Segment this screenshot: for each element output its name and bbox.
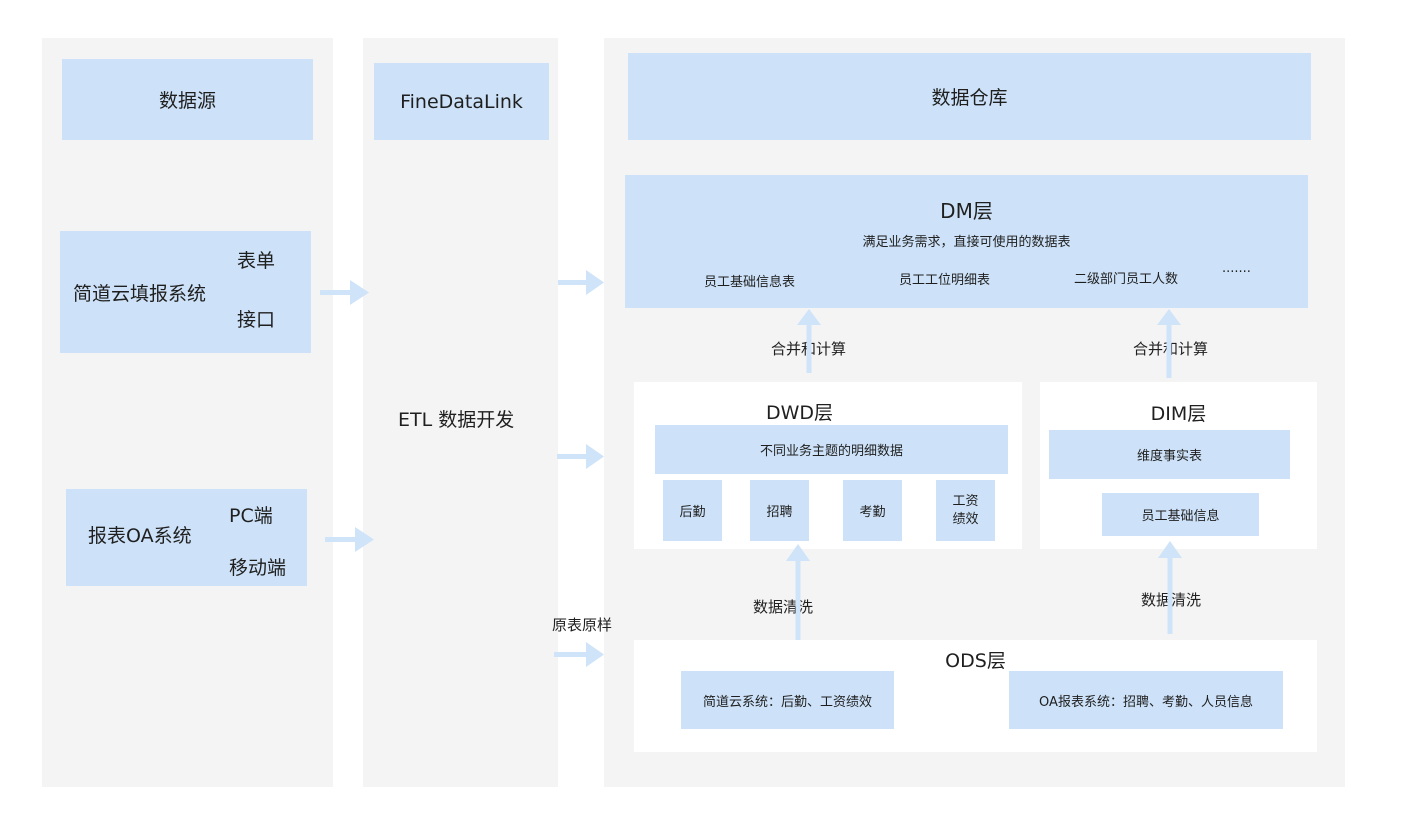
ods-oa-box: OA报表系统：招聘、考勤、人员信息: [1009, 671, 1283, 729]
dwd-layer-title: DWD层: [766, 402, 834, 424]
dwd-detail-bar: 不同业务主题的明细数据: [655, 425, 1008, 474]
dm-table-item: 员工工位明细表: [899, 273, 991, 288]
clean-label-right: 数据清洗: [1141, 591, 1202, 609]
etl-column-panel: [363, 38, 558, 787]
dwd-layer-box: DWD层 不同业务主题的明细数据 后勤 招聘 考勤 工资 绩效: [634, 382, 1022, 549]
raw-label: 原表原样: [552, 616, 613, 634]
warehouse-header: 数据仓库: [628, 53, 1311, 140]
dm-table-item: 二级部门员工人数: [1074, 272, 1179, 287]
dim-item-employee: 员工基础信息: [1102, 493, 1259, 536]
dm-layer-box: DM层 满足业务需求，直接可使用的数据表 员工基础信息表 员工工位明细表 二级部…: [625, 175, 1308, 308]
source-oa-name: 报表OA系统: [88, 525, 192, 547]
source-jiandaoyun-box: 简道云填报系统 表单 接口: [60, 231, 311, 353]
merge-label-left: 合并和计算: [771, 340, 847, 358]
dim-fact-bar: 维度事实表: [1049, 430, 1290, 479]
dwd-item-salary: 工资 绩效: [936, 480, 995, 541]
source-jiandaoyun-item-api: 接口: [237, 309, 276, 331]
etl-header: FineDataLink: [374, 63, 549, 140]
source-jiandaoyun-item-form: 表单: [237, 250, 276, 272]
arrow-right-icon: [557, 444, 604, 469]
source-header: 数据源: [62, 59, 313, 140]
ods-layer-box: ODS层 简道云系统：后勤、工资绩效 OA报表系统：招聘、考勤、人员信息: [634, 640, 1317, 752]
source-oa-box: 报表OA系统 PC端 移动端: [66, 489, 307, 586]
arrow-right-icon: [554, 642, 604, 667]
source-jiandaoyun-name: 简道云填报系统: [73, 283, 207, 305]
clean-label-left: 数据清洗: [753, 598, 814, 616]
source-oa-item-mobile: 移动端: [229, 557, 287, 579]
dwd-item-attendance: 考勤: [843, 480, 902, 541]
source-column-panel: [42, 38, 333, 787]
ods-layer-title: ODS层: [945, 650, 1006, 672]
dim-layer-title: DIM层: [1150, 403, 1207, 425]
dm-table-ellipsis: ·······: [1222, 265, 1251, 280]
arrow-right-icon: [558, 270, 604, 295]
dm-table-item: 员工基础信息表: [704, 275, 796, 290]
dwd-item-logistics: 后勤: [663, 480, 722, 541]
dm-layer-subtitle: 满足业务需求，直接可使用的数据表: [862, 235, 1071, 250]
dim-layer-box: DIM层 维度事实表 员工基础信息: [1040, 382, 1317, 549]
ods-jiandaoyun-box: 简道云系统：后勤、工资绩效: [681, 671, 894, 729]
dm-layer-title: DM层: [940, 199, 993, 223]
dwd-item-recruiting: 招聘: [750, 480, 809, 541]
etl-label: ETL 数据开发: [398, 409, 515, 431]
source-oa-item-pc: PC端: [229, 505, 273, 527]
merge-label-right: 合并和计算: [1133, 340, 1209, 358]
